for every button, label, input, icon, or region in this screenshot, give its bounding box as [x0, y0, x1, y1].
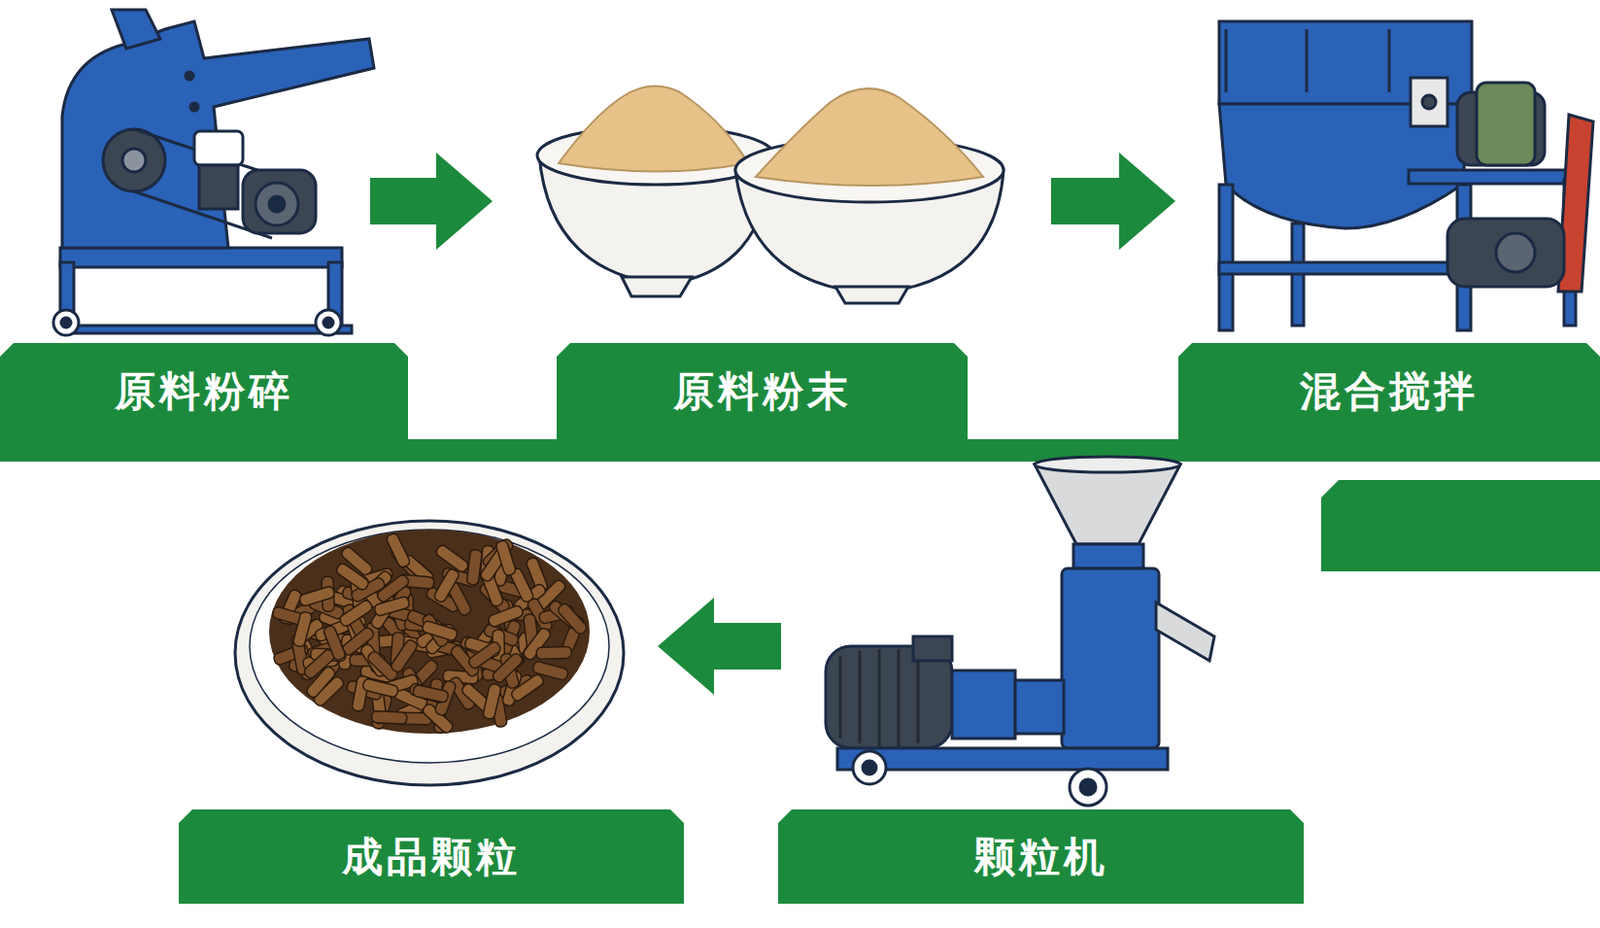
green-band-part: [1321, 479, 1600, 572]
label-band: 原料粉末: [556, 342, 968, 440]
pellet-texture-part: [467, 640, 503, 671]
pellet-plate-part: [249, 529, 610, 763]
step-label: 原料粉末: [673, 364, 852, 419]
pellet-texture-part: [322, 624, 347, 662]
hammer-mill-part: [60, 247, 342, 268]
pellet-mill-part: [1073, 544, 1144, 569]
pellet-texture-part: [411, 683, 449, 703]
hammer-mill-part: [269, 196, 285, 212]
ribbon-mixer-part: [1225, 29, 1390, 93]
pellet-texture-part: [305, 664, 338, 699]
pellet-texture: [272, 532, 589, 735]
ribbon-mixer-part: [1422, 95, 1436, 109]
pellet-mill-part: [862, 760, 877, 775]
pellet-mill-part: [1034, 456, 1181, 473]
hammer-mill: [53, 9, 375, 336]
ribbon-mixer-part: [1219, 262, 1472, 274]
process-step: 颗粒机: [781, 456, 1304, 904]
process-step: 原料粉碎: [0, 0, 371, 440]
flow-arrow: [370, 152, 493, 250]
hammer-mill-part: [122, 148, 146, 172]
pellet-mill-part: [1080, 779, 1096, 795]
pellet-texture-part: [510, 672, 545, 702]
hammer-mill-part: [61, 317, 71, 328]
pellet-texture-part: [466, 548, 482, 585]
pellet-texture-part: [536, 646, 572, 659]
pellet-mill-part: [1015, 680, 1064, 734]
pellet-mill-part: [852, 750, 886, 784]
flow-arrow: [1051, 152, 1176, 250]
hammer-mill-part: [194, 131, 243, 166]
ribbon-mixer-part: [1447, 218, 1565, 287]
hammer-mill-part: [255, 182, 299, 226]
pellet-texture-part: [335, 561, 371, 591]
pellet-texture-part: [385, 532, 412, 570]
pellet-texture-part: [487, 604, 525, 628]
pellet-mill-part: [1156, 602, 1215, 661]
pellet-mill-part: [913, 636, 953, 661]
powder-bowl: [537, 86, 1004, 304]
label-band: 原料粉碎: [0, 342, 409, 440]
green-band-part: [0, 439, 1600, 462]
pellet-plate-part: [269, 529, 590, 734]
hammer-mill-part: [242, 170, 316, 234]
pellet-texture-part: [362, 678, 400, 698]
pellet-texture-part: [482, 682, 503, 720]
pellet-plate-part: [235, 520, 624, 785]
pellet-plate: [235, 520, 624, 785]
pellet-texture-part: [338, 598, 375, 628]
hammer-mill-part: [111, 9, 161, 49]
process-step: 混合搅拌: [1175, 0, 1600, 440]
hammer-mill-part: [199, 165, 239, 209]
ribbon-mixer-part: [1219, 184, 1233, 331]
ribbon-mixer-part: [1408, 170, 1589, 184]
pellet-mill-part: [840, 648, 919, 747]
powder-bowl-part: [621, 276, 692, 297]
hammer-mill-part: [60, 262, 74, 331]
pellet-mill-part: [1061, 568, 1159, 749]
step-label: 混合搅拌: [1299, 364, 1479, 419]
step-label: 成品颗粒: [341, 829, 521, 885]
label-band: 混合搅拌: [1178, 342, 1600, 440]
powder-bowl-part: [835, 286, 909, 304]
process-step: 成品颗粒: [178, 456, 658, 904]
pellet-mill-part: [952, 670, 1016, 739]
pellet-texture-part: [433, 567, 461, 604]
hammer-mill-part: [190, 102, 199, 111]
pellet-mill-part: [1034, 464, 1181, 545]
pellet-texture-part: [371, 710, 408, 724]
pellet-texture-part: [292, 611, 313, 648]
hammer-mill-part: [60, 325, 352, 334]
hammer-mill-part: [62, 21, 375, 248]
powder-bowl-part: [755, 88, 984, 186]
label-band: 成品颗粒: [178, 809, 684, 904]
powder-bowl-part: [558, 86, 749, 172]
pellet-mill-part: [1069, 768, 1107, 806]
ribbon-mixer-part: [1496, 233, 1535, 273]
hammer-mill-part: [323, 317, 334, 328]
process-step: 原料粉末: [492, 0, 1052, 440]
pellet-texture-part: [298, 585, 336, 608]
pellet-texture-part: [421, 619, 459, 642]
pellet-texture-part: [556, 602, 589, 637]
step-label: 原料粉碎: [114, 364, 294, 419]
hammer-mill-part: [315, 309, 341, 336]
green-band: [0, 439, 1600, 572]
hammer-mill-part: [185, 71, 194, 80]
pellet-texture-part: [389, 638, 419, 675]
pellet-texture-part: [495, 539, 517, 577]
hammer-mill-part: [53, 309, 79, 336]
pellet-mill: [825, 456, 1215, 806]
label-band: 颗粒机: [778, 809, 1304, 904]
ribbon-mixer-part: [1476, 82, 1535, 166]
step-label: 颗粒机: [974, 829, 1109, 885]
ribbon-mixer: [1219, 21, 1594, 331]
ribbon-mixer-part: [1410, 77, 1448, 127]
flow-arrow: [657, 597, 782, 695]
hammer-mill-part: [102, 129, 166, 192]
pellet-texture-part: [373, 595, 410, 616]
